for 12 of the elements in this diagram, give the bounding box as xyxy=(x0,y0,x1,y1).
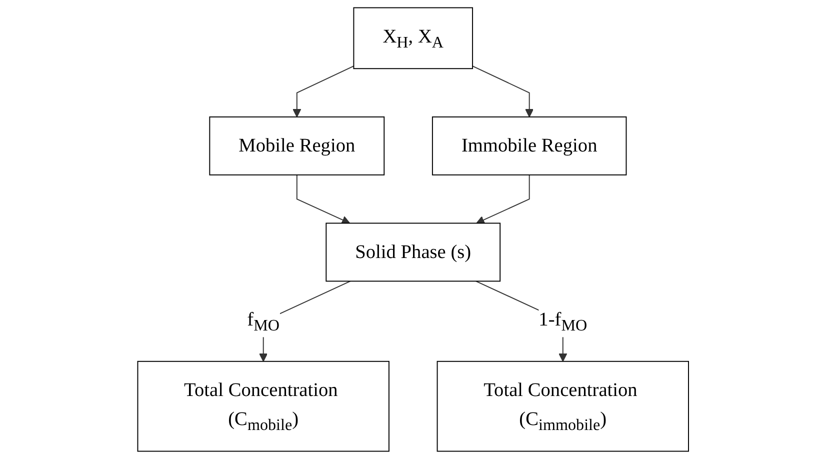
node-box: Solid Phase (s) xyxy=(326,222,501,282)
node-box: X$_{H}$, X$_{A}$ xyxy=(354,7,474,70)
node-box: Total Concentration (C$_{immobile}$) xyxy=(437,360,690,452)
edge-label: 1-f$_{MO}$ xyxy=(539,309,588,334)
arrow xyxy=(296,174,350,224)
node-box: Total Concentration (C$_{mobile}$) xyxy=(138,360,390,452)
arrow xyxy=(472,66,534,118)
node-box: Immobile Region xyxy=(432,116,628,176)
edge-label: f$_{MO}$ xyxy=(248,309,280,334)
node-box: Mobile Region xyxy=(210,116,385,176)
arrow xyxy=(476,174,530,224)
arrow xyxy=(293,66,355,118)
